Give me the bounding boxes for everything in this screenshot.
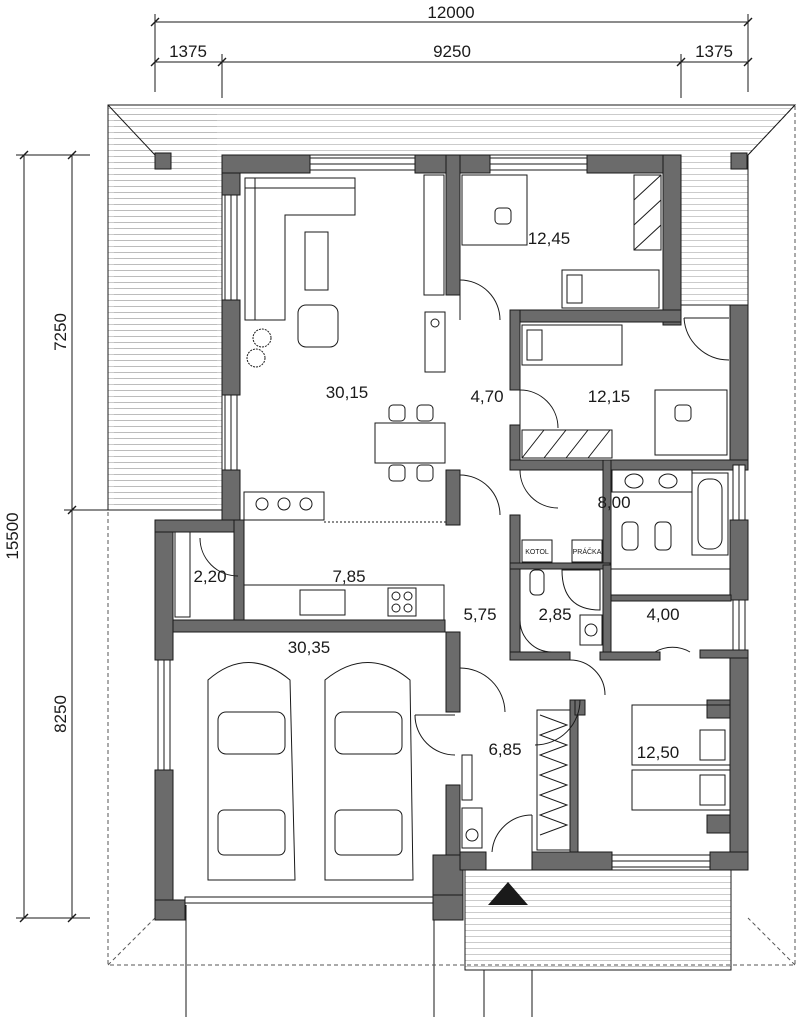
room-area-hall-lower: 5,75: [463, 605, 496, 624]
entrance-arrow-icon: [488, 882, 528, 905]
entrance-porch: [464, 869, 732, 971]
terrace-column-left: [154, 152, 172, 170]
terrace: [107, 104, 797, 511]
room-area-hall-upper: 4,70: [470, 387, 503, 406]
room-area-pantry: 2,20: [193, 567, 226, 586]
room-area-bedroom-bottom-right: 12,50: [637, 743, 680, 762]
room-area-bathroom: 8,00: [597, 493, 630, 512]
dimension-ticks: [19, 17, 753, 923]
dim-right-overhang: 1375: [695, 42, 733, 61]
terrace-column-right: [730, 152, 748, 170]
room-area-bedroom-top-right: 12,45: [528, 229, 571, 248]
room-area-living: 30,15: [326, 383, 369, 402]
dim-lower-depth: 8250: [51, 695, 70, 733]
doors: [199, 279, 730, 853]
furniture: [174, 174, 731, 881]
windows: [157, 157, 746, 904]
room-area-garage: 30,35: [288, 638, 331, 657]
room-area-wardrobe: 4,00: [646, 605, 679, 624]
room-labels: 30,15 12,45 4,70 12,15 8,00 2,20 7,85 5,…: [193, 229, 679, 762]
dim-left-overhang: 1375: [169, 42, 207, 61]
room-area-entrance-hall: 6,85: [488, 740, 521, 759]
dim-overall-depth: 15500: [3, 512, 22, 559]
room-area-wc-boiler: 2,85: [538, 605, 571, 624]
boiler-label: KOTOL: [525, 549, 549, 556]
room-area-kitchen: 7,85: [332, 567, 365, 586]
dim-upper-depth: 7250: [51, 313, 70, 351]
room-area-room-middle-right: 12,15: [588, 387, 631, 406]
dim-overall-width: 12000: [427, 3, 474, 22]
washer-label: PRÁČKA: [573, 547, 602, 556]
dim-middle-width: 9250: [433, 42, 471, 61]
